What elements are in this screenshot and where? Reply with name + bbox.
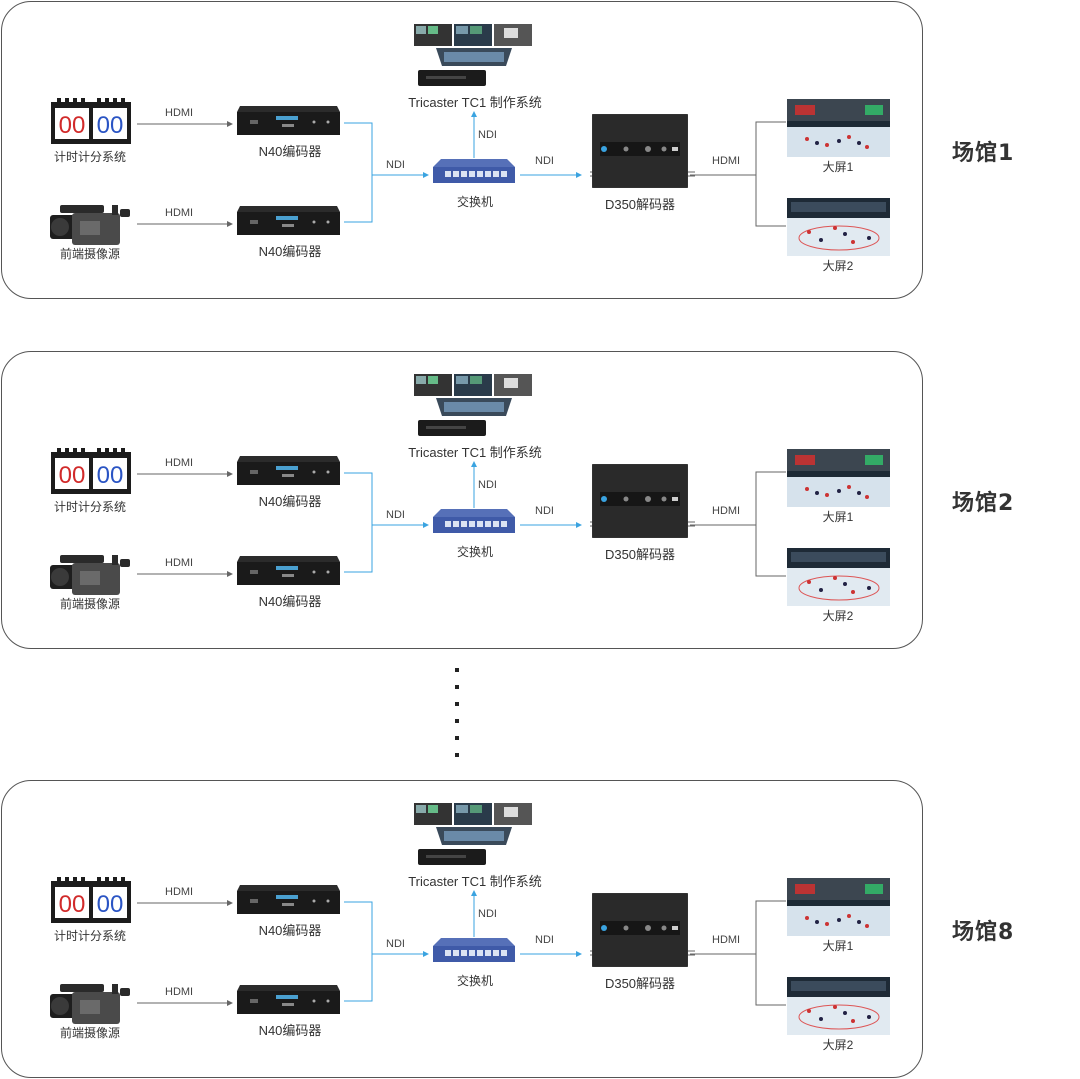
svg-text:00: 00 — [59, 112, 86, 139]
ndi-label-up: NDI — [478, 129, 497, 141]
hdmi-link-screens — [690, 471, 786, 526]
encoder-icon — [236, 983, 341, 1015]
camcorder-icon — [50, 203, 134, 247]
hdmi-link-screens — [690, 900, 786, 955]
ndi-label-input: NDI — [386, 509, 405, 521]
venue-section: HDMI HDMI NDI NDI NDI HDMI 00 00 计时计分系统 — [0, 0, 1080, 300]
hdmi-label-output: HDMI — [712, 505, 741, 517]
encoder-icon — [236, 554, 341, 586]
screen2-caption: 大屏2 — [822, 259, 854, 273]
encoder-caption-1: N40编码器 — [258, 923, 322, 938]
screen2-caption: 大屏2 — [822, 609, 854, 623]
ndi-link-encoders — [344, 122, 373, 223]
hdmi-label-scoreboard: HDMI — [165, 457, 194, 469]
scoreboard-icon: 00 00 — [51, 448, 131, 494]
scoreboard-icon: 00 00 — [51, 98, 131, 144]
venue-label: 场馆8 — [952, 920, 1015, 945]
network-switch-icon — [433, 509, 515, 535]
ndi-label-up: NDI — [478, 479, 497, 491]
switch-caption: 交换机 — [456, 545, 493, 559]
scoreboard-caption: 计时计分系统 — [53, 500, 126, 514]
camera-caption: 前端摄像源 — [59, 597, 120, 611]
tricaster-icon — [414, 22, 534, 88]
encoder-caption-2: N40编码器 — [258, 1023, 322, 1038]
venue-label: 场馆1 — [952, 141, 1015, 166]
encoder-icon — [236, 883, 341, 915]
hdmi-link-screens — [690, 121, 786, 176]
encoder-icon — [236, 204, 341, 236]
ndi-link-encoders — [344, 901, 373, 1002]
ndi-label-up: NDI — [478, 908, 497, 920]
tricaster-icon — [414, 801, 534, 867]
encoder-caption-1: N40编码器 — [258, 494, 322, 509]
decoder-icon — [591, 892, 689, 968]
venue-label: 场馆2 — [952, 491, 1015, 516]
camera-caption: 前端摄像源 — [59, 1026, 120, 1040]
encoder-icon — [236, 454, 341, 486]
encoder-caption-2: N40编码器 — [258, 244, 322, 259]
decoder-caption: D350解码器 — [604, 976, 676, 991]
screen1-caption: 大屏1 — [822, 160, 854, 174]
screen-icon — [787, 548, 890, 606]
ndi-label-output: NDI — [535, 155, 554, 167]
screen1-caption: 大屏1 — [822, 939, 854, 953]
ndi-label-output: NDI — [535, 505, 554, 517]
scoreboard-caption: 计时计分系统 — [53, 929, 126, 943]
encoder-icon — [236, 104, 341, 136]
camcorder-icon — [50, 982, 134, 1026]
connection-lines — [137, 461, 786, 577]
encoder-caption-1: N40编码器 — [258, 144, 322, 159]
svg-text:00: 00 — [97, 891, 124, 918]
hdmi-label-camera: HDMI — [165, 557, 194, 569]
tricaster-caption: Tricaster TC1 制作系统 — [408, 874, 542, 889]
camera-caption: 前端摄像源 — [59, 247, 120, 261]
hdmi-label-camera: HDMI — [165, 986, 194, 998]
decoder-caption: D350解码器 — [604, 197, 676, 212]
screen1-caption: 大屏1 — [822, 510, 854, 524]
tricaster-caption: Tricaster TC1 制作系统 — [408, 95, 542, 110]
tricaster-icon — [414, 372, 534, 438]
connection-lines — [137, 890, 786, 1006]
encoder-caption-2: N40编码器 — [258, 594, 322, 609]
decoder-icon — [591, 113, 689, 189]
ndi-label-input: NDI — [386, 938, 405, 950]
hdmi-label-output: HDMI — [712, 155, 741, 167]
hdmi-label-camera: HDMI — [165, 207, 194, 219]
screen-icon — [787, 449, 890, 507]
switch-caption: 交换机 — [456, 974, 493, 988]
hdmi-label-output: HDMI — [712, 934, 741, 946]
switch-caption: 交换机 — [456, 195, 493, 209]
venue-section: HDMI HDMI NDI NDI NDI HDMI 00 00 计时计分系统 — [0, 350, 1080, 650]
svg-text:00: 00 — [59, 462, 86, 489]
decoder-caption: D350解码器 — [604, 547, 676, 562]
ndi-link-encoders — [344, 472, 373, 573]
scoreboard-caption: 计时计分系统 — [53, 150, 126, 164]
network-switch-icon — [433, 159, 515, 185]
camcorder-icon — [50, 553, 134, 597]
ndi-label-output: NDI — [535, 934, 554, 946]
screen-icon — [787, 977, 890, 1035]
scoreboard-icon: 00 00 — [51, 877, 131, 923]
svg-text:00: 00 — [97, 462, 124, 489]
svg-text:00: 00 — [97, 112, 124, 139]
ndi-label-input: NDI — [386, 159, 405, 171]
svg-text:00: 00 — [59, 891, 86, 918]
hdmi-label-scoreboard: HDMI — [165, 107, 194, 119]
venue-section: HDMI HDMI NDI NDI NDI HDMI 00 00 计时计分系统 — [0, 779, 1080, 1079]
network-switch-icon — [433, 938, 515, 964]
decoder-icon — [591, 463, 689, 539]
hdmi-label-scoreboard: HDMI — [165, 886, 194, 898]
connection-lines — [137, 111, 786, 227]
screen2-caption: 大屏2 — [822, 1038, 854, 1052]
screen-icon — [787, 198, 890, 256]
screen-icon — [787, 99, 890, 157]
tricaster-caption: Tricaster TC1 制作系统 — [408, 445, 542, 460]
screen-icon — [787, 878, 890, 936]
